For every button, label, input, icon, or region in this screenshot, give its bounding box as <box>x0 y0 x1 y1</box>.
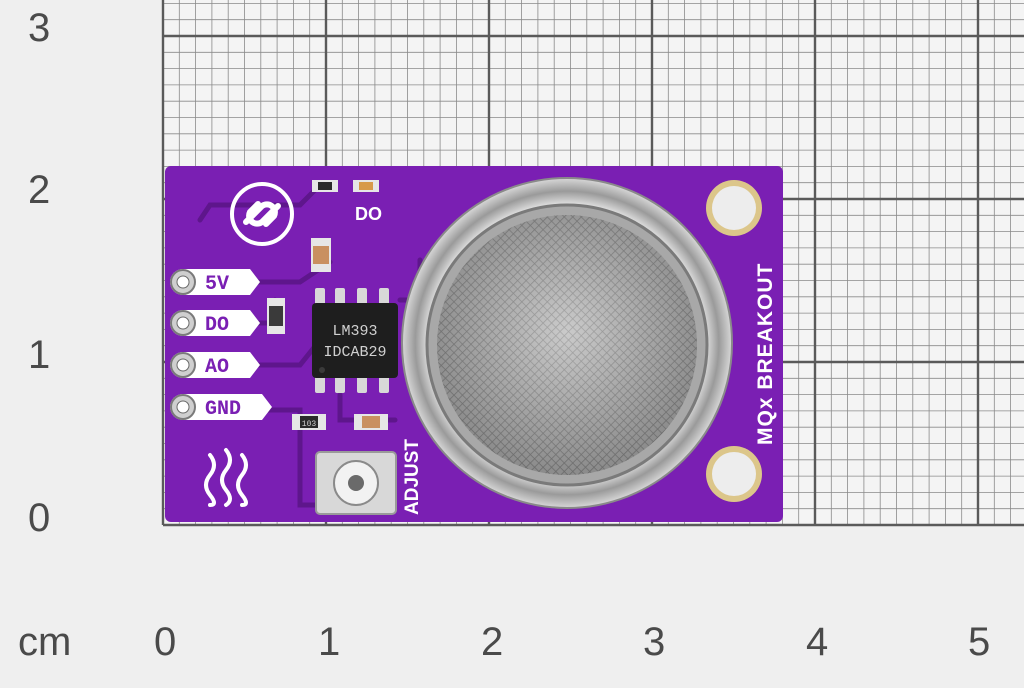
gas-symbol-icon <box>204 448 248 507</box>
board-title: MQx BREAKOUT <box>754 263 777 445</box>
x-tick-label: 3 <box>643 620 666 664</box>
x-tick-label: 0 <box>154 620 177 664</box>
pin-label-text: AO <box>205 356 229 379</box>
y-tick-label: 2 <box>28 168 51 212</box>
pin-ao: AO <box>170 352 260 379</box>
lm393-chip: LM393 IDCAB29 <box>312 288 398 393</box>
y-tick-label: 3 <box>28 6 51 50</box>
y-tick-label: 1 <box>28 333 51 377</box>
pin-header: 5V DO AO GND <box>170 269 272 421</box>
pin-label-tag <box>170 394 272 420</box>
pin-label-text: DO <box>205 314 229 337</box>
pin-gnd: GND <box>170 394 272 421</box>
pin-label-text: 5V <box>205 273 229 296</box>
pin-hole <box>176 358 190 372</box>
ic-body <box>312 303 398 378</box>
pin-5v: 5V <box>170 269 260 296</box>
ic-pin1-marker <box>319 367 325 373</box>
ic-label-line2: IDCAB29 <box>323 344 386 361</box>
resistor-code-label: 103 <box>302 420 317 429</box>
y-tick-label: 0 <box>28 496 51 540</box>
x-tick-label: 2 <box>481 620 504 664</box>
x-tick-label: 1 <box>318 620 341 664</box>
x-tick-label: 5 <box>968 620 991 664</box>
pin-hole <box>176 275 190 289</box>
x-tick-label: 4 <box>806 620 829 664</box>
pin-hole <box>176 316 190 330</box>
adjust-label: ADJUST <box>402 439 423 515</box>
gas-sensor-mesh-shade <box>437 215 697 475</box>
mounting-hole-top <box>706 180 762 236</box>
brand-logo-icon <box>230 182 294 246</box>
led-do-label: DO <box>355 204 382 224</box>
mounting-hole-bottom <box>706 446 762 502</box>
resistor-103: 103 <box>292 414 326 430</box>
pin-do: DO <box>170 310 260 337</box>
gas-sensor <box>401 177 733 509</box>
pcb-board: 5V DO AO GND LM393 IDCAB29 DO <box>165 166 783 522</box>
pin-hole <box>176 400 190 414</box>
potentiometer <box>315 451 397 515</box>
led-do-component <box>353 180 379 192</box>
resistor-left <box>267 298 285 334</box>
potentiometer-screw <box>348 475 364 491</box>
capacitor-bottom <box>354 414 388 430</box>
pin-label-text: GND <box>205 398 241 421</box>
unit-label: cm <box>18 620 72 664</box>
capacitor-top <box>311 238 331 272</box>
ic-label-line1: LM393 <box>332 323 377 340</box>
led-component <box>312 180 338 192</box>
smd-components: DO 103 <box>267 180 388 430</box>
